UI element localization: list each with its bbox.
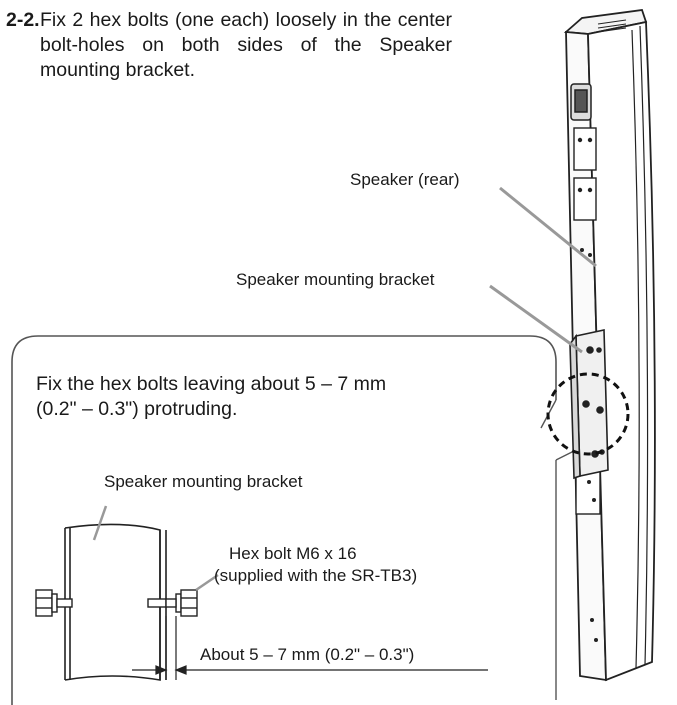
callout-instruction: Fix the hex bolts leaving about 5 – 7 mm… bbox=[36, 373, 387, 420]
hex-bolt-right-icon bbox=[147, 589, 198, 617]
top-vents-icon bbox=[597, 19, 627, 33]
highlight-circle bbox=[546, 372, 630, 456]
step-number: 2-2. bbox=[6, 9, 40, 31]
terminal-box-icon bbox=[570, 83, 592, 121]
leader-bracket bbox=[489, 284, 583, 354]
label-hex-bolt-supply: (supplied with the SR-TB3) bbox=[214, 566, 418, 585]
callout-frame bbox=[11, 335, 557, 705]
bracket-cross-section bbox=[64, 523, 167, 681]
hex-bolt-left-icon bbox=[35, 589, 73, 617]
label-speaker-mounting-bracket: Speaker mounting bracket bbox=[236, 270, 435, 289]
leader-bracket-section bbox=[92, 505, 108, 541]
screw-holes bbox=[577, 137, 598, 642]
label-callout-bracket: Speaker mounting bracket bbox=[104, 472, 303, 491]
dimension-indicator bbox=[132, 616, 488, 680]
label-hex-bolt: Hex bolt M6 x 16 bbox=[229, 544, 357, 563]
step-text: Fix 2 hex bolts (one each) loosely in th… bbox=[40, 9, 452, 81]
label-dimension: About 5 – 7 mm (0.2" – 0.3") bbox=[200, 645, 415, 664]
leader-speaker-rear bbox=[499, 186, 597, 268]
mounting-bracket bbox=[569, 329, 609, 480]
step-instruction: 2-2. Fix 2 hex bolts (one each) loosely … bbox=[6, 8, 452, 83]
label-speaker-rear: Speaker (rear) bbox=[350, 170, 460, 189]
leader-hex-bolt bbox=[195, 573, 219, 592]
